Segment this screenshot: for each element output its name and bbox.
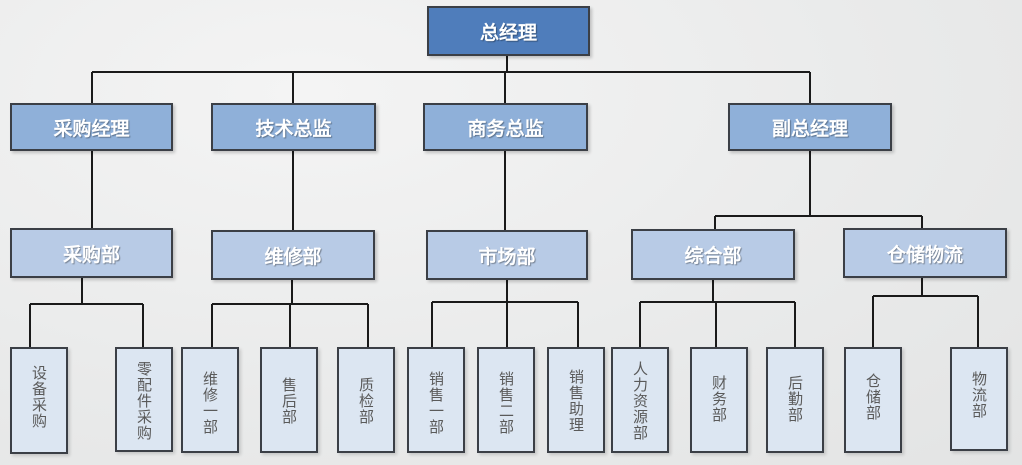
node-general-affairs-dept: 综合部	[631, 229, 795, 280]
leaf-label: 后勤部	[786, 375, 804, 423]
leaf-human-resources: 人力资源部	[611, 347, 669, 453]
leaf-maintenance-1: 维修一部	[181, 347, 239, 453]
leaf-label: 质检部	[357, 377, 375, 425]
leaf-warehouse: 仓储部	[844, 347, 902, 453]
node-procurement-manager: 采购经理	[10, 103, 173, 151]
leaf-label: 销售一部	[427, 371, 445, 435]
leaf-logistics-support: 后勤部	[766, 347, 824, 453]
leaf-label: 设备采购	[30, 365, 48, 429]
node-label: 市场部	[478, 245, 536, 268]
node-general-manager: 总经理	[427, 6, 590, 56]
node-label: 综合部	[684, 245, 742, 267]
leaf-parts-procurement: 零配件采购	[115, 347, 173, 452]
node-label: 副总经理	[771, 117, 848, 140]
leaf-label: 财务部	[710, 375, 728, 423]
leaf-after-sales: 售后部	[260, 347, 318, 453]
leaf-label: 零配件采购	[135, 361, 153, 441]
node-maintenance-dept: 维修部	[211, 230, 375, 280]
node-label: 采购经理	[53, 117, 130, 140]
leaf-label: 售后部	[280, 377, 298, 425]
leaf-equipment-procurement: 设备采购	[10, 347, 68, 454]
node-label: 技术总监	[255, 117, 332, 140]
node-business-director: 商务总监	[423, 103, 588, 151]
leaf-label: 销售二部	[497, 371, 515, 435]
node-marketing-dept: 市场部	[426, 230, 588, 280]
node-technical-director: 技术总监	[211, 103, 376, 151]
node-label: 仓储物流	[886, 243, 963, 266]
leaf-sales-assistant: 销售助理	[547, 347, 605, 453]
leaf-sales-1: 销售一部	[407, 347, 465, 453]
leaf-label: 仓储部	[864, 373, 882, 421]
node-label: 采购部	[62, 243, 120, 266]
leaf-quality-inspection: 质检部	[337, 347, 395, 453]
leaf-finance: 财务部	[690, 347, 748, 453]
leaf-label: 销售助理	[567, 369, 585, 433]
node-deputy-general-manager: 副总经理	[728, 103, 892, 151]
node-label: 总经理	[479, 21, 537, 44]
node-procurement-dept: 采购部	[10, 228, 173, 278]
leaf-sales-2: 销售二部	[477, 347, 535, 453]
leaf-logistics: 物流部	[950, 347, 1008, 451]
leaf-label: 维修一部	[201, 371, 219, 435]
node-label: 商务总监	[467, 117, 544, 140]
node-label: 维修部	[264, 245, 322, 268]
leaf-label: 人力资源部	[631, 361, 649, 441]
leaf-label: 物流部	[970, 371, 988, 419]
node-warehouse-logistics: 仓储物流	[843, 228, 1007, 278]
